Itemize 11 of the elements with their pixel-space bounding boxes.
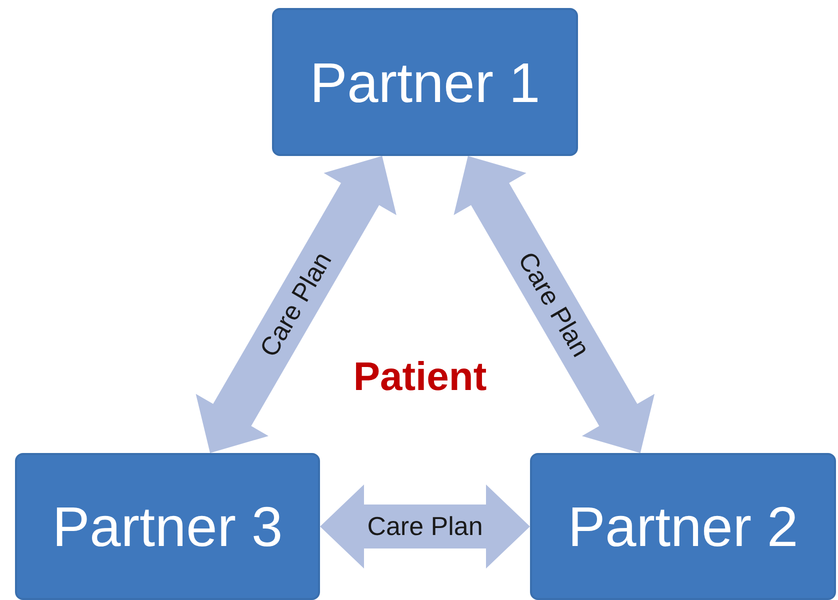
center-label: Patient (353, 354, 487, 400)
partner-name: Partner 1 (310, 50, 540, 114)
double-arrow (320, 484, 530, 568)
partner-name: Partner 3 (52, 494, 283, 559)
partner-name: Partner 2 (568, 494, 798, 559)
partner-box (15, 453, 320, 600)
edge-label: Care Plan (367, 511, 483, 542)
double-arrow (454, 156, 655, 453)
partner-box (530, 453, 836, 600)
partner-box (272, 8, 578, 156)
double-arrow (196, 156, 396, 453)
